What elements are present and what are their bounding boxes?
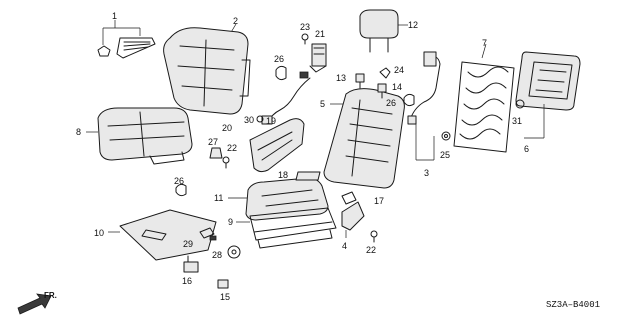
callout-26b: 26 <box>386 98 396 108</box>
part-bracket-17[interactable] <box>341 191 357 205</box>
part-knob-27[interactable] <box>209 147 223 159</box>
part-harness-3[interactable] <box>407 51 441 161</box>
front-direction-arrow: FR. <box>17 291 57 315</box>
callout-7: 7 <box>482 38 487 48</box>
callout-18: 18 <box>278 170 288 180</box>
part-guide-24[interactable] <box>379 67 391 79</box>
callout-25: 25 <box>440 150 450 160</box>
callout-19: 19 <box>266 116 276 126</box>
callout-22a: 22 <box>227 143 237 153</box>
part-cover-18[interactable] <box>295 171 321 181</box>
part-clip-25[interactable] <box>441 131 451 141</box>
callout-26a: 26 <box>274 54 284 64</box>
callout-1: 1 <box>112 11 117 21</box>
part-cap-15[interactable] <box>217 279 229 289</box>
callout-26c: 26 <box>174 176 184 186</box>
callout-8: 8 <box>76 127 81 137</box>
callout-10: 10 <box>94 228 104 238</box>
part-screw-22b[interactable] <box>370 230 378 243</box>
callout-24: 24 <box>394 65 404 75</box>
part-seatback-cover[interactable] <box>163 23 251 115</box>
callout-31: 31 <box>512 116 522 126</box>
part-bolt-23[interactable] <box>301 33 309 45</box>
callout-15: 15 <box>220 292 230 302</box>
callout-21: 21 <box>315 29 325 39</box>
front-direction-label: FR. <box>44 291 57 300</box>
part-guide-14[interactable] <box>377 83 387 99</box>
part-clip-31[interactable] <box>515 99 525 109</box>
part-seatback-pad[interactable] <box>323 88 405 189</box>
callout-27: 27 <box>208 137 218 147</box>
callout-labels: 1 2 3 4 5 6 7 8 9 10 11 12 13 14 15 16 1… <box>76 11 529 302</box>
callout-30: 30 <box>244 115 254 125</box>
part-bracket-21[interactable] <box>309 43 327 73</box>
part-pin-29[interactable] <box>199 227 217 241</box>
part-seat-frame[interactable] <box>236 207 337 249</box>
part-cushion-pad[interactable] <box>228 177 329 221</box>
part-side-cover-19[interactable] <box>249 118 305 173</box>
callout-20: 20 <box>222 123 232 133</box>
part-cushion-cover[interactable] <box>86 107 193 165</box>
callout-11: 11 <box>214 193 223 203</box>
callout-4: 4 <box>342 241 347 251</box>
part-connector-30[interactable] <box>256 115 264 123</box>
callout-23: 23 <box>300 22 310 32</box>
part-lower-cover[interactable] <box>108 209 217 261</box>
part-bracket-4[interactable] <box>341 201 365 238</box>
callout-3: 3 <box>424 168 429 178</box>
part-seatback-frame[interactable] <box>453 43 515 153</box>
callout-17: 17 <box>374 196 384 206</box>
callout-2: 2 <box>233 16 238 26</box>
callout-5: 5 <box>320 99 325 109</box>
callout-22b: 22 <box>366 245 376 255</box>
callout-14: 14 <box>392 82 402 92</box>
part-headrest[interactable] <box>359 9 408 53</box>
part-clip-26a[interactable] <box>275 65 287 81</box>
part-screw-22a[interactable] <box>222 156 230 169</box>
part-clip-26c[interactable] <box>175 183 187 197</box>
part-guide-13[interactable] <box>355 73 365 89</box>
part-bracket-16[interactable] <box>183 255 199 273</box>
callout-16: 16 <box>182 276 192 286</box>
callout-6: 6 <box>524 144 529 154</box>
callout-13: 13 <box>336 73 346 83</box>
part-back-panel[interactable] <box>515 51 581 139</box>
part-clip-26b[interactable] <box>403 93 415 107</box>
callout-28: 28 <box>212 250 222 260</box>
part-clip-set[interactable] <box>97 20 156 59</box>
callout-29: 29 <box>183 239 193 249</box>
callout-12: 12 <box>408 20 418 30</box>
part-clip-28[interactable] <box>227 245 241 259</box>
diagram-code: SZ3A–B4001 <box>546 300 600 310</box>
callout-9: 9 <box>228 217 233 227</box>
